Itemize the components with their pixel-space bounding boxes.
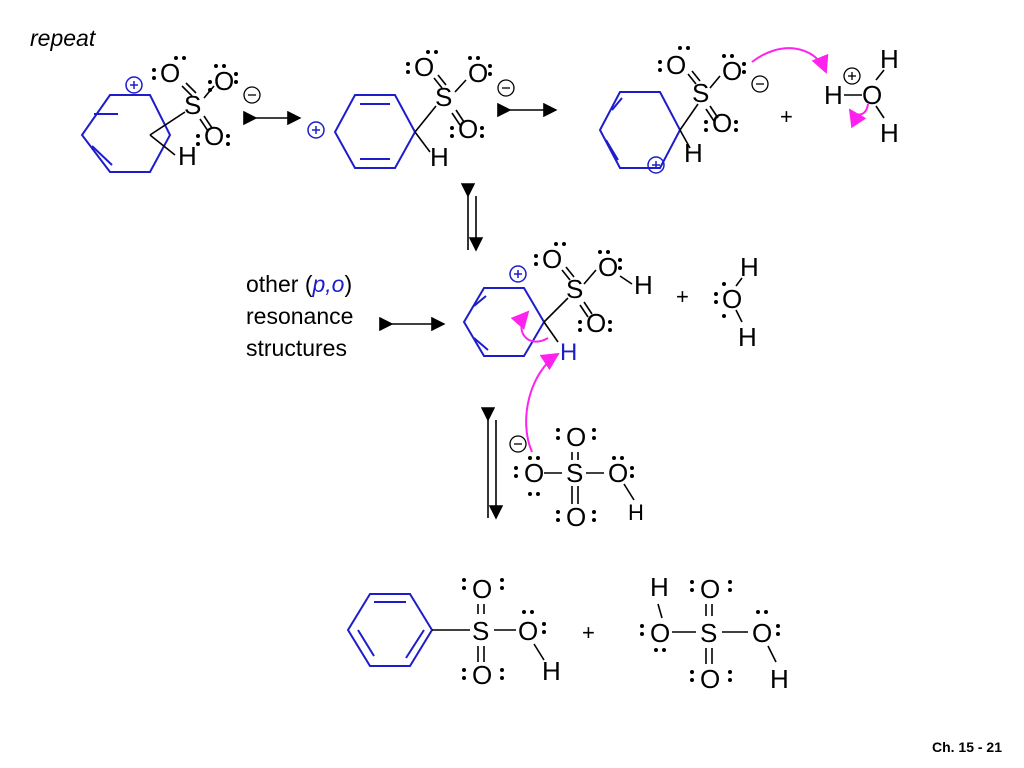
atom-o: O <box>160 58 180 88</box>
plus-operator: + <box>676 284 689 309</box>
plus-operator: + <box>582 620 595 645</box>
atom-o: O <box>608 458 628 488</box>
atom-o: O <box>542 244 562 274</box>
atom-h: H <box>880 44 899 74</box>
atom-h: H <box>430 142 449 172</box>
atom-o: O <box>468 58 488 88</box>
sigma-complex-2: H S O O O <box>307 50 515 172</box>
atom-o: O <box>214 66 234 96</box>
atom-s: S <box>566 458 583 488</box>
atom-o: O <box>524 458 544 488</box>
atom-o: O <box>722 56 742 86</box>
atom-o: O <box>700 664 720 694</box>
sigma-complex-3: H S O O O <box>598 46 829 174</box>
atom-o: O <box>722 284 742 314</box>
atom-o: O <box>650 618 670 648</box>
atom-h: H <box>634 270 653 300</box>
hydrogen-sulfate-ion: O S O O O H <box>509 352 644 532</box>
atom-h: H <box>770 664 789 694</box>
atom-h: H <box>824 80 843 110</box>
atom-s: S <box>472 616 489 646</box>
atom-s: S <box>184 90 201 120</box>
water-molecule: H O H <box>714 252 759 352</box>
sigma-complex-4: H S O O O H <box>462 242 653 366</box>
atom-o: O <box>586 308 606 338</box>
atom-h: H <box>740 252 759 282</box>
atom-o: O <box>472 660 492 690</box>
atom-s: S <box>566 274 583 304</box>
hydronium-ion: H H O H <box>824 44 899 148</box>
atom-o: O <box>518 616 538 646</box>
atom-o: O <box>414 52 434 82</box>
equilibrium-arrow-1 <box>460 183 484 252</box>
atom-h-blue: H <box>560 339 577 366</box>
resonance-note: other (p,o) resonance structures <box>246 271 353 361</box>
atom-h: H <box>738 322 757 352</box>
atom-s: S <box>700 618 717 648</box>
atom-h: H <box>628 500 644 525</box>
atom-o: O <box>752 618 772 648</box>
svg-text:resonance: resonance <box>246 303 353 329</box>
repeat-label: repeat <box>30 25 97 51</box>
atom-h: H <box>542 656 561 686</box>
svg-text:other (p,o): other (p,o) <box>246 271 352 297</box>
atom-o: O <box>204 121 224 151</box>
plus-operator: + <box>780 104 793 129</box>
atom-o: O <box>566 422 586 452</box>
atom-o: O <box>862 80 882 110</box>
atom-o: O <box>566 502 586 532</box>
atom-h: H <box>880 118 899 148</box>
atom-o: O <box>666 50 686 80</box>
atom-h: H <box>650 572 669 602</box>
atom-s: S <box>692 78 709 108</box>
equilibrium-arrow-2 <box>480 407 504 520</box>
sulfuric-acid: H O S O O O H <box>640 572 789 694</box>
atom-h: H <box>178 141 197 171</box>
atom-o: O <box>472 574 492 604</box>
slide-footer: Ch. 15 - 21 <box>932 739 1002 755</box>
atom-o: O <box>598 252 618 282</box>
svg-text:structures: structures <box>246 335 347 361</box>
atom-h: H <box>684 138 703 168</box>
atom-s: S <box>435 82 452 112</box>
benzenesulfonic-acid: S O O O H <box>346 574 561 690</box>
atom-o: O <box>700 574 720 604</box>
sigma-complex-1: H S O O O <box>80 56 261 173</box>
